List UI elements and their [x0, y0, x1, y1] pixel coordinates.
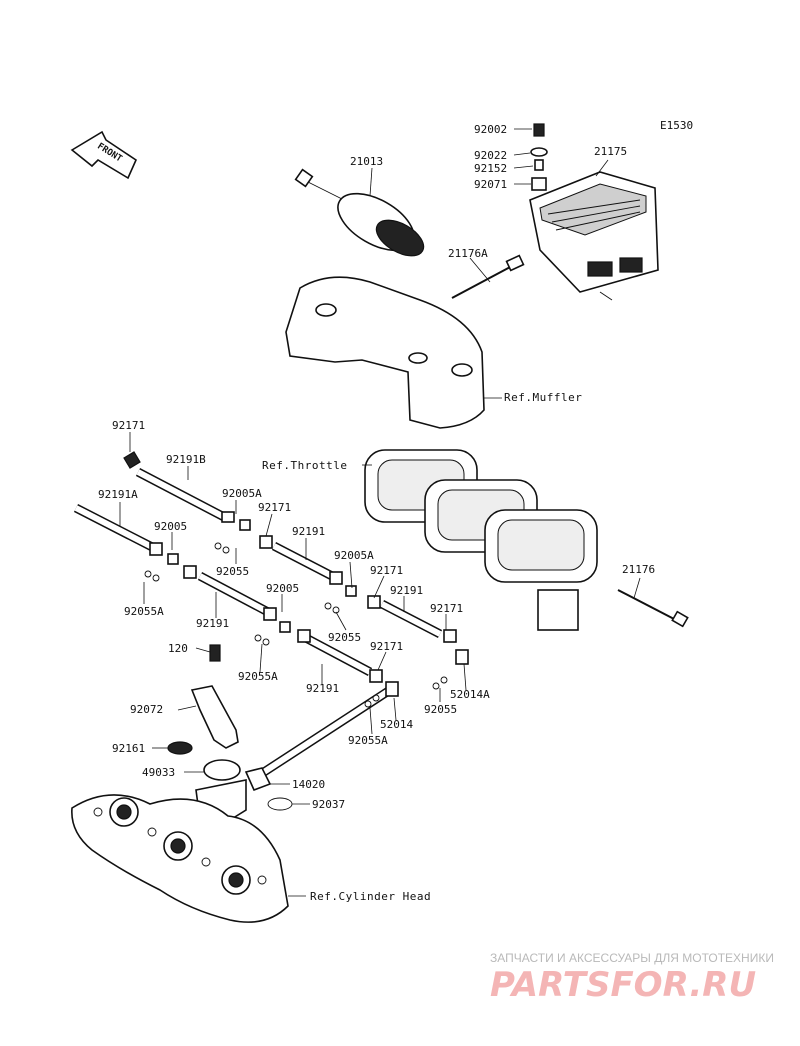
label-92191-4: 92191 [306, 682, 339, 695]
label-92055-2: 92055 [328, 631, 361, 644]
ref-throttle: Ref.Throttle [262, 459, 347, 472]
label-92005a-2: 92005A [334, 549, 374, 562]
label-120: 120 [168, 642, 188, 655]
throttle-bodies [362, 449, 598, 631]
label-52014a: 52014A [450, 688, 490, 701]
cylinder-head [71, 794, 306, 923]
label-92005-2: 92005 [266, 582, 299, 595]
hoses [73, 468, 443, 776]
fuel-filter [294, 167, 425, 257]
sensor-21176 [617, 589, 689, 628]
muffler-housing [285, 276, 502, 429]
bolt-stack [513, 123, 548, 191]
label-92191-2: 92191 [390, 584, 423, 597]
watermark-tagline: ЗАПЧАСТИ И АКСЕССУАРЫ ДЛЯ МОТОТЕХНИКИ [490, 951, 774, 965]
diagram-code: E1530 [660, 119, 693, 132]
label-92055-1: 92055 [216, 565, 249, 578]
label-92005a-1: 92005A [222, 487, 262, 500]
control-unit [529, 171, 659, 301]
ref-muffler: Ref.Muffler [504, 391, 582, 404]
label-14020: 14020 [292, 778, 325, 791]
label-92191a: 92191A [98, 488, 138, 501]
label-92022: 92022 [474, 149, 507, 162]
label-92055a-2: 92055A [238, 670, 278, 683]
label-92002: 92002 [474, 123, 507, 136]
label-21013: 21013 [350, 155, 383, 168]
label-92055a-3: 92055A [348, 734, 388, 747]
label-92161: 92161 [112, 742, 145, 755]
label-21175: 21175 [594, 145, 627, 158]
label-92171-3: 92171 [370, 564, 403, 577]
label-92072: 92072 [130, 703, 163, 716]
label-92005-1: 92005 [154, 520, 187, 533]
bracket-assembly [152, 644, 239, 755]
label-92191-3: 92191 [196, 617, 229, 630]
fittings [123, 451, 469, 708]
leader-lines [119, 159, 641, 735]
label-92055-3: 92055 [424, 703, 457, 716]
label-92037: 92037 [312, 798, 345, 811]
label-92171-2: 92171 [258, 501, 291, 514]
label-92071: 92071 [474, 178, 507, 191]
sensor-21176a [451, 254, 525, 299]
label-92055a-1: 92055A [124, 605, 164, 618]
label-52014: 52014 [380, 718, 413, 731]
label-92191-1: 92191 [292, 525, 325, 538]
label-21176: 21176 [622, 563, 655, 576]
front-arrow-icon: FRONT [70, 130, 138, 180]
label-92191b: 92191B [166, 453, 206, 466]
ref-cylinder-head: Ref.Cylinder Head [310, 890, 431, 903]
label-92152: 92152 [474, 162, 507, 175]
label-49033: 49033 [142, 766, 175, 779]
label-21176a: 21176A [448, 247, 488, 260]
label-92171-top: 92171 [112, 419, 145, 432]
label-92171-4: 92171 [430, 602, 463, 615]
watermark-logo: PARTSFOR.RU [490, 965, 756, 1005]
label-92171-5: 92171 [370, 640, 403, 653]
